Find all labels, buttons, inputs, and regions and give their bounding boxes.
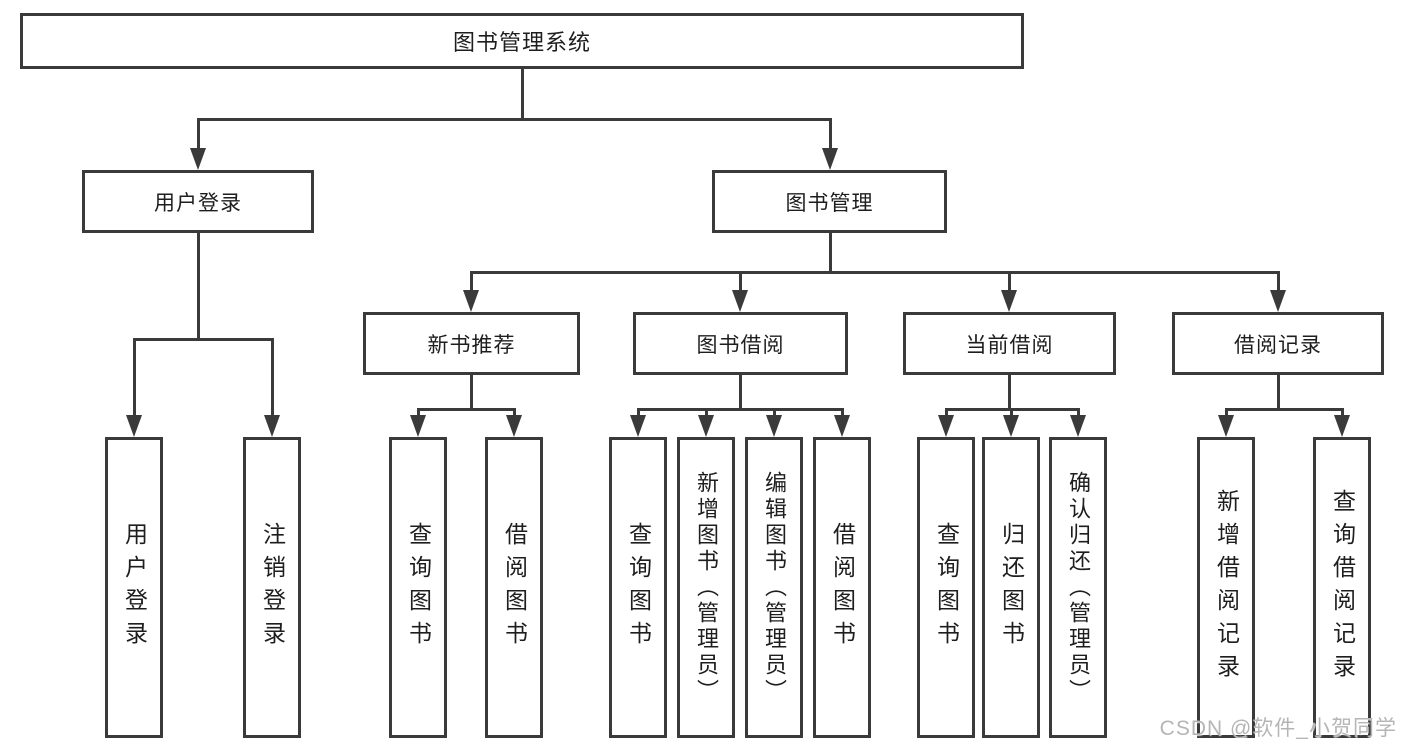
root-to-level2-bar-line (196, 118, 832, 121)
node-label: 用户登录 (121, 521, 148, 654)
node-new-book-recommend: 新书推荐 (363, 312, 580, 375)
current-borrow-children-arrowhead-icon (938, 415, 954, 437)
node-book-management: 图书管理 (712, 170, 947, 233)
book-borrow-children-arrowhead-icon (630, 415, 646, 437)
leaf-query-books-current: 查询图书 (917, 437, 975, 738)
leaf-user-login: 用户登录 (105, 437, 163, 738)
root-to-level2-drop-line (828, 118, 832, 152)
node-label: 新增图书（管理员） (694, 470, 719, 705)
book-mgmt-children-arrowhead-icon (463, 290, 479, 312)
leaf-query-borrow-record: 查询借阅记录 (1313, 437, 1371, 738)
node-label: 确认归还（管理员） (1066, 470, 1091, 705)
new-book-children-arrowhead-icon (506, 415, 522, 437)
book-mgmt-children-drop-line (1007, 271, 1011, 294)
new-book-children-bar-line (416, 408, 516, 411)
node-label: 查询图书 (625, 521, 652, 654)
node-label: 新书推荐 (427, 333, 516, 357)
user-login-children-arrowhead-icon (126, 415, 142, 437)
node-label: 编辑图书（管理员） (762, 470, 787, 705)
leaf-edit-book-admin: 编辑图书（管理员） (745, 437, 803, 738)
node-book-borrow: 图书借阅 (633, 312, 848, 375)
book-borrow-children-drop-line (704, 408, 708, 419)
node-label: 注销登录 (259, 521, 286, 654)
leaf-confirm-return-admin: 确认归还（管理员） (1049, 437, 1107, 738)
user-login-children-drop-line (132, 338, 136, 419)
user-login-children-arrowhead-icon (264, 415, 280, 437)
current-borrow-children-arrowhead-icon (1070, 415, 1086, 437)
book-borrow-children-bar-line (636, 408, 844, 411)
new-book-children-drop-line (416, 408, 420, 419)
borrow-record-children-arrowhead-icon (1218, 415, 1234, 437)
book-borrow-children-arrowhead-icon (766, 415, 782, 437)
user-login-children-drop-line (270, 338, 274, 419)
borrow-record-children-bar-line (1224, 408, 1344, 411)
leaf-add-book-admin: 新增图书（管理员） (677, 437, 735, 738)
borrow-record-children-stem-line (1276, 375, 1280, 411)
leaf-query-books-recommend: 查询图书 (389, 437, 447, 738)
node-label: 图书借阅 (696, 333, 785, 357)
book-mgmt-children-drop-line (469, 271, 473, 294)
node-label: 查询图书 (405, 521, 432, 654)
leaf-query-books-borrow: 查询图书 (609, 437, 667, 738)
node-current-borrow: 当前借阅 (903, 312, 1116, 375)
borrow-record-children-drop-line (1224, 408, 1228, 419)
book-mgmt-children-bar-line (469, 271, 1280, 274)
node-label: 借阅记录 (1234, 333, 1322, 357)
book-borrow-children-drop-line (636, 408, 640, 419)
user-login-children-bar-line (132, 338, 274, 341)
csdn-watermark: CSDN @软件_小贺同学 (1159, 717, 1397, 740)
book-borrow-children-stem-line (738, 375, 742, 411)
root-to-level2-arrowhead-icon (822, 148, 838, 170)
borrow-record-children-drop-line (1340, 408, 1344, 419)
node-label: 图书管理系统 (452, 30, 591, 55)
leaf-return-book: 归还图书 (982, 437, 1040, 738)
node-label: 归还图书 (998, 521, 1025, 654)
new-book-children-drop-line (512, 408, 516, 419)
current-borrow-children-drop-line (944, 408, 948, 419)
leaf-borrow-books-recommend: 借阅图书 (485, 437, 543, 738)
root-to-level2-stem-line (520, 69, 524, 121)
node-label: 借阅图书 (829, 521, 856, 654)
book-mgmt-children-arrowhead-icon (1270, 290, 1286, 312)
node-root-library-system: 图书管理系统 (20, 13, 1024, 69)
node-label: 借阅图书 (501, 521, 528, 654)
leaf-borrow-books: 借阅图书 (813, 437, 871, 738)
current-borrow-children-drop-line (1009, 408, 1013, 419)
book-mgmt-children-drop-line (1276, 271, 1280, 294)
node-label: 当前借阅 (965, 333, 1054, 357)
borrow-record-children-arrowhead-icon (1334, 415, 1350, 437)
user-login-children-stem-line (196, 233, 200, 341)
leaf-logout: 注销登录 (243, 437, 301, 738)
book-borrow-children-arrowhead-icon (698, 415, 714, 437)
leaf-add-borrow-record: 新增借阅记录 (1197, 437, 1255, 738)
root-to-level2-arrowhead-icon (190, 148, 206, 170)
book-mgmt-children-stem-line (828, 233, 832, 274)
book-mgmt-children-drop-line (738, 271, 742, 294)
node-label: 查询图书 (933, 521, 960, 654)
new-book-children-stem-line (469, 375, 473, 411)
book-borrow-children-drop-line (840, 408, 844, 419)
book-borrow-children-drop-line (772, 408, 776, 419)
current-borrow-children-stem-line (1007, 375, 1011, 411)
current-borrow-children-drop-line (1076, 408, 1080, 419)
node-label: 用户登录 (154, 191, 242, 215)
current-borrow-children-arrowhead-icon (1003, 415, 1019, 437)
node-label: 查询借阅记录 (1329, 488, 1356, 687)
node-borrow-records: 借阅记录 (1172, 312, 1384, 375)
node-label: 图书管理 (785, 191, 874, 215)
book-borrow-children-arrowhead-icon (834, 415, 850, 437)
book-mgmt-children-arrowhead-icon (1001, 290, 1017, 312)
root-to-level2-drop-line (196, 118, 200, 152)
book-mgmt-children-arrowhead-icon (732, 290, 748, 312)
node-label: 新增借阅记录 (1213, 488, 1240, 687)
new-book-children-arrowhead-icon (410, 415, 426, 437)
node-user-login: 用户登录 (82, 170, 314, 233)
